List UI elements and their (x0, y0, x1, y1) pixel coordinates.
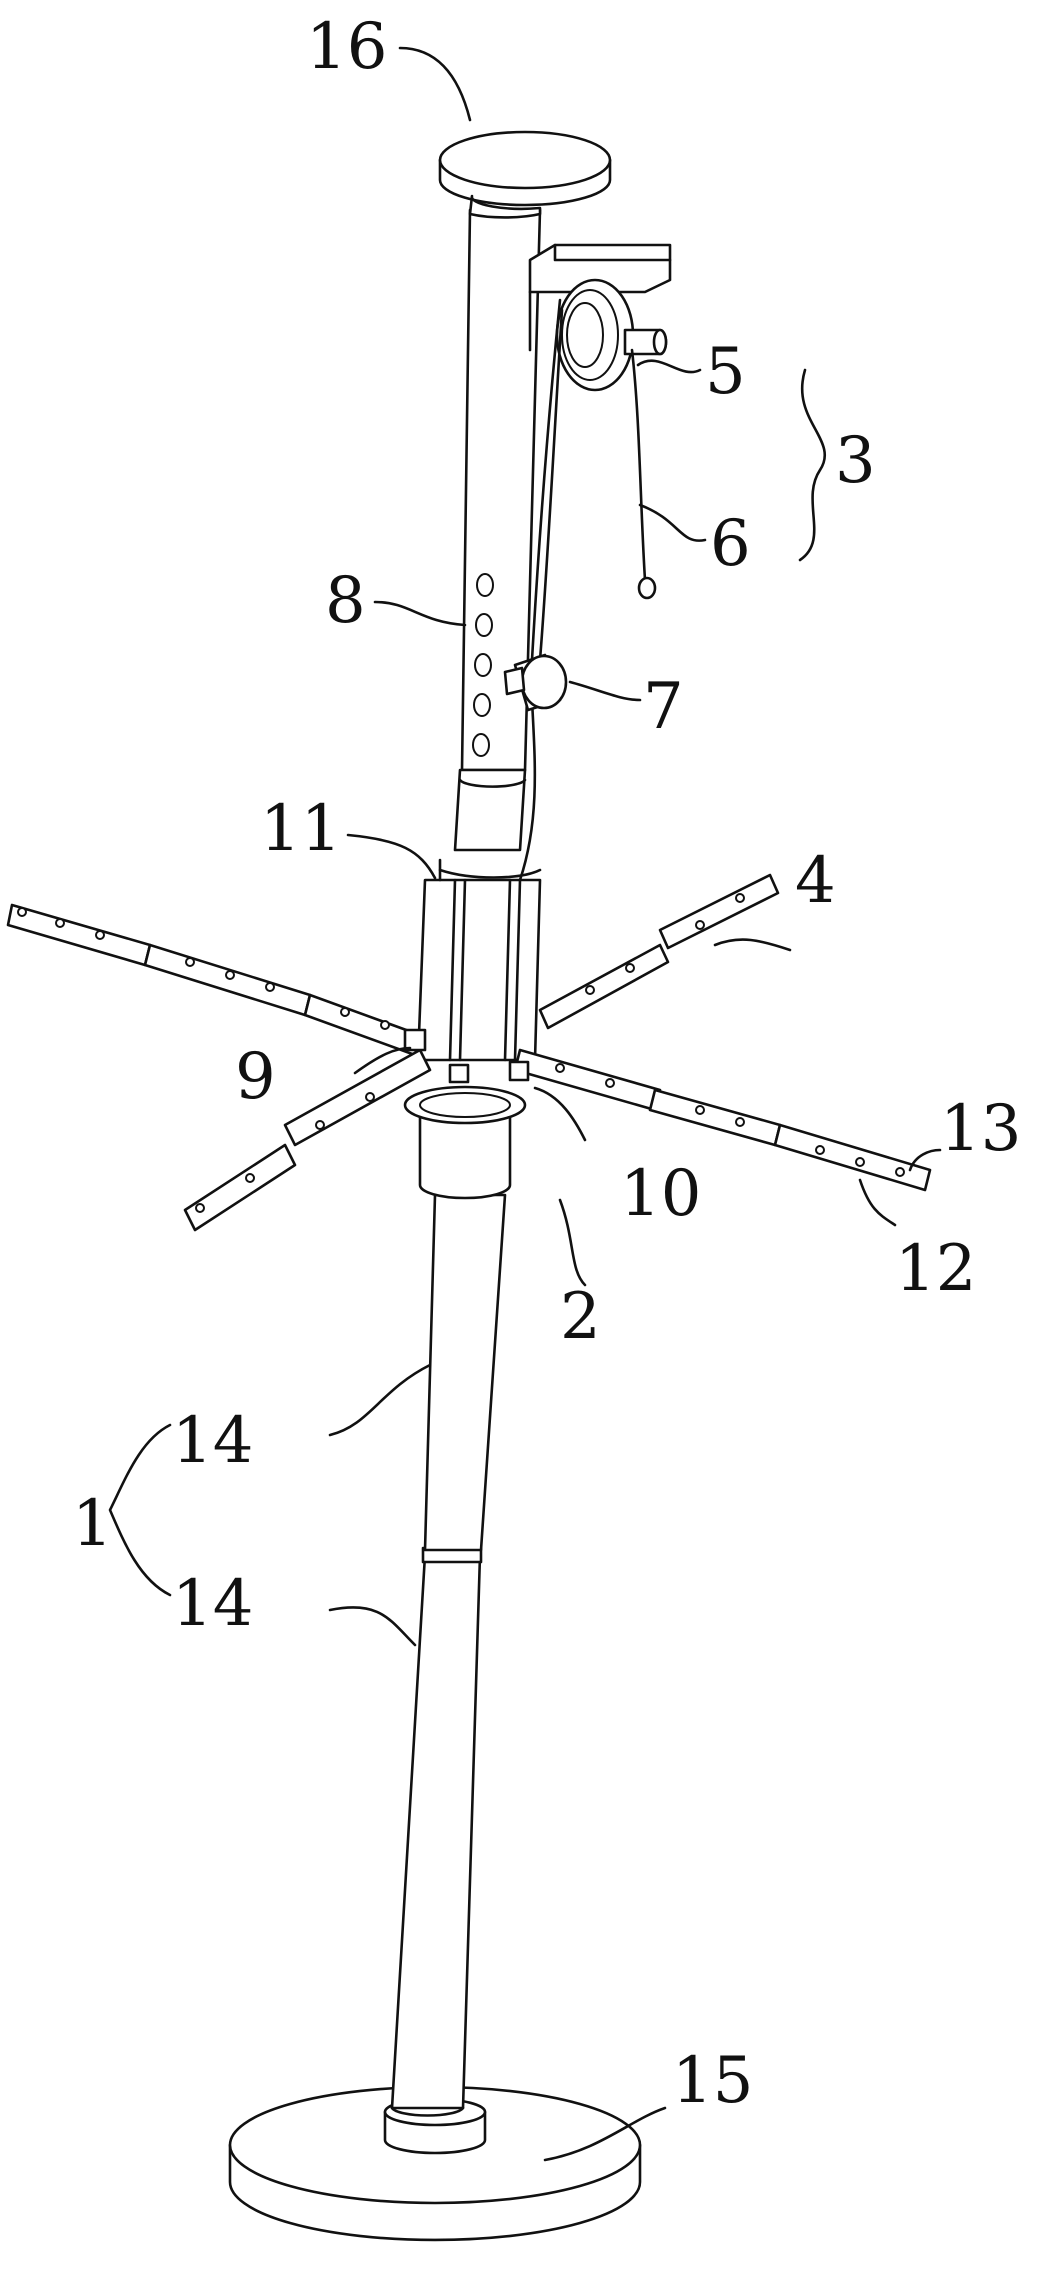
label-6: 6 (710, 507, 751, 581)
label-13: 13 (940, 1092, 1021, 1166)
label-10: 10 (620, 1157, 701, 1231)
label-16: 16 (306, 10, 387, 84)
label-3: 3 (835, 424, 876, 498)
label-1: 1 (72, 1487, 113, 1561)
label-4: 4 (795, 844, 836, 918)
label-8: 8 (325, 564, 366, 638)
upper-pole (455, 210, 540, 850)
label-14-upper: 14 (172, 1404, 253, 1478)
label-2: 2 (560, 1280, 601, 1354)
base-plate (230, 2087, 640, 2240)
label-5: 5 (705, 335, 746, 409)
top-cap (440, 132, 610, 217)
support-frame (418, 860, 540, 1060)
sleeve (405, 1087, 525, 1198)
label-11: 11 (260, 792, 341, 866)
label-9: 9 (235, 1040, 276, 1114)
label-14-lower: 14 (172, 1567, 253, 1641)
label-12: 12 (895, 1232, 976, 1306)
middle-tube (425, 1195, 505, 1550)
label-15: 15 (672, 2044, 753, 2118)
pulley-assembly (530, 245, 670, 390)
label-7: 7 (643, 670, 684, 744)
